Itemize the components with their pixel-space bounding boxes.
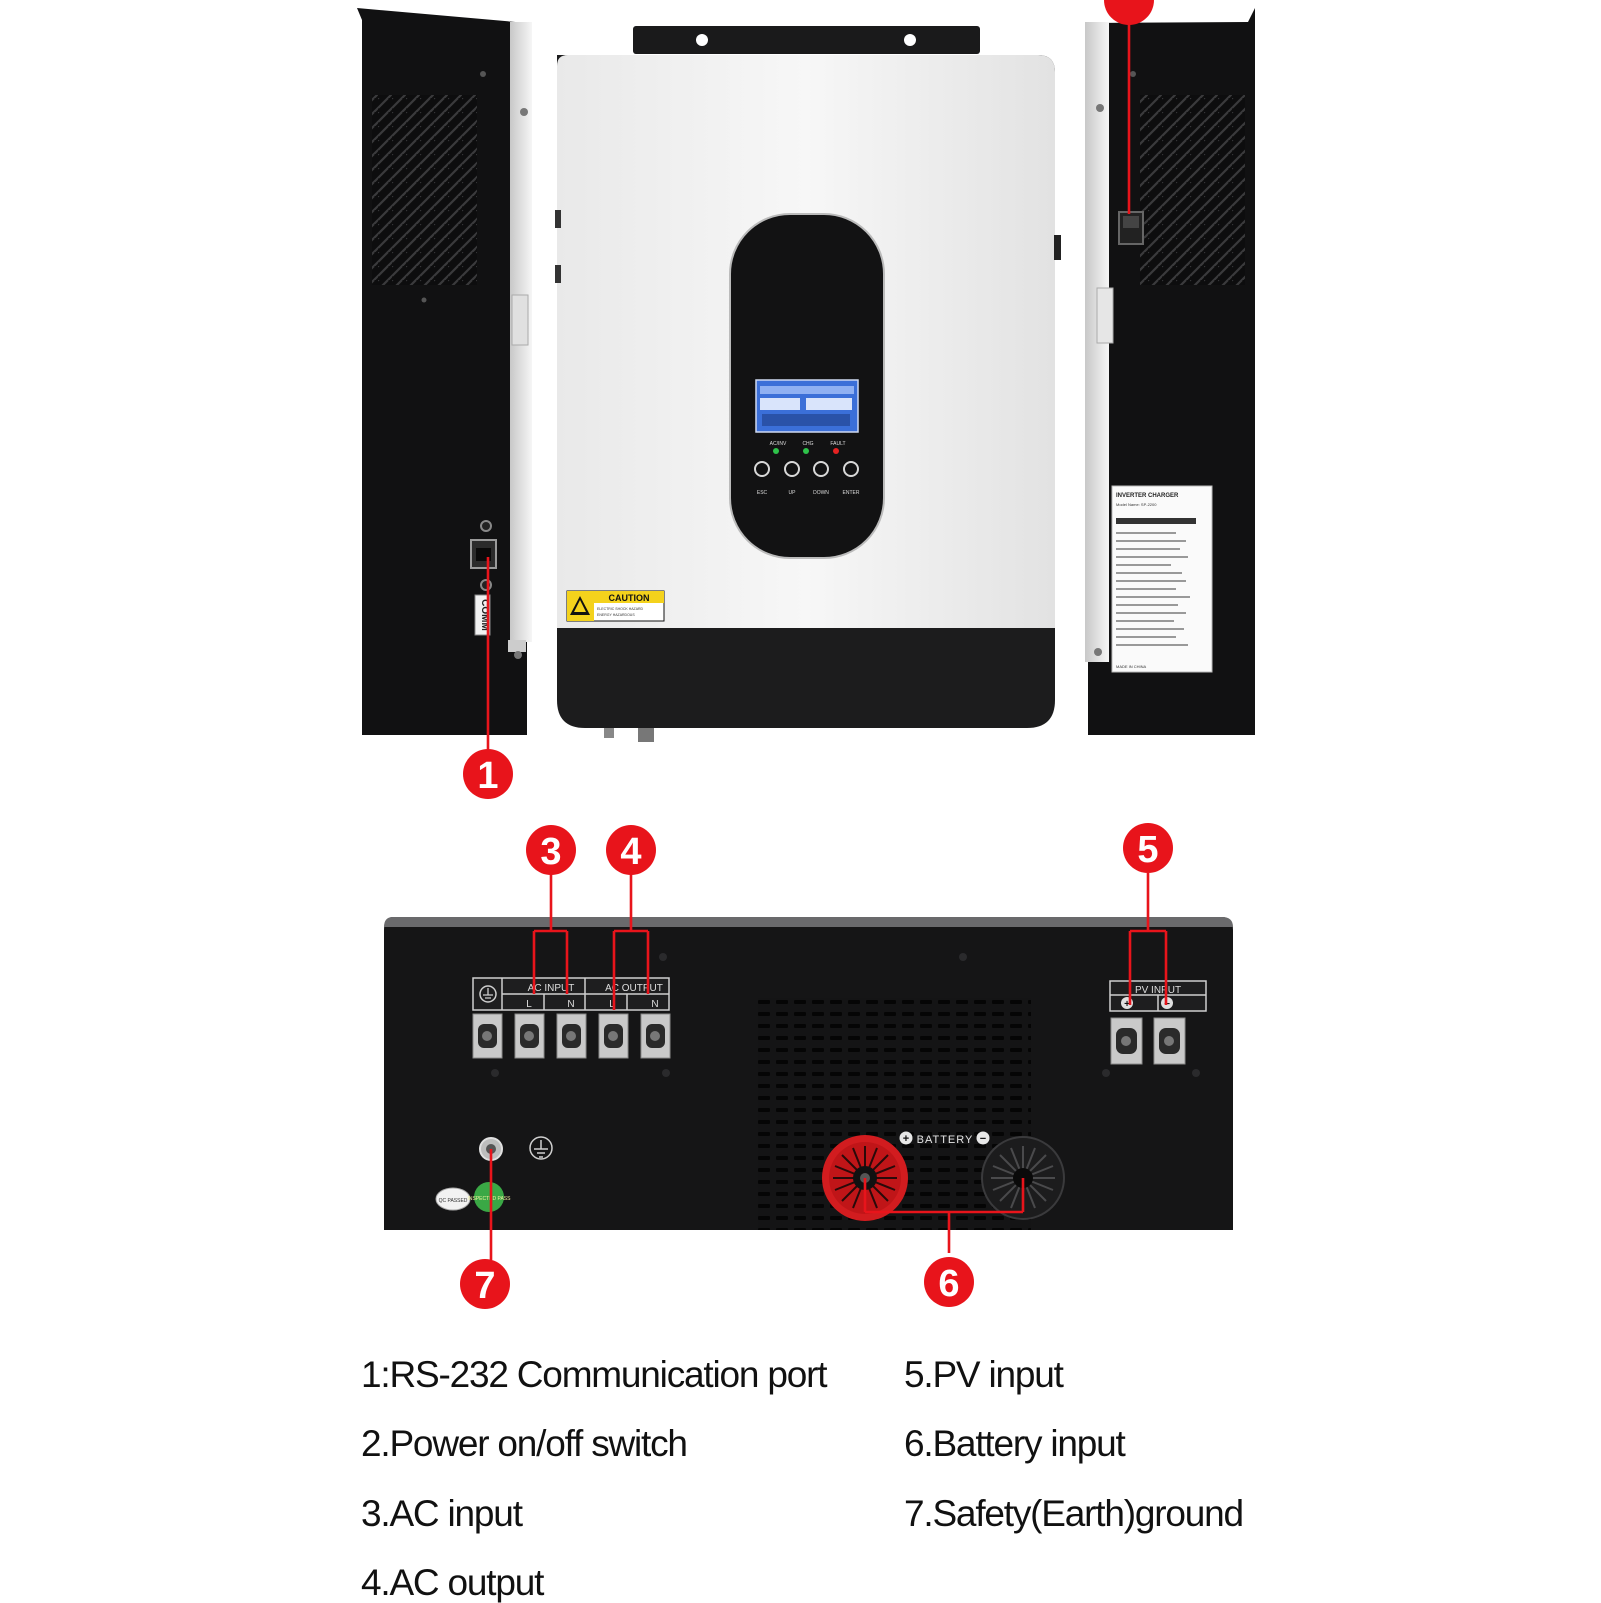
caution-label: CAUTION ELECTRIC SHOCK HAZARD ENERGY HAZ…: [566, 590, 665, 622]
led-label-ac-inv: AC/INV: [770, 441, 787, 447]
spec-title: INVERTER CHARGER: [1116, 493, 1179, 499]
right-side-view: INVERTER CHARGER Model Name: SP-2200: [1085, 8, 1255, 735]
led-label-fault: FAULT: [830, 441, 845, 447]
pv-terminal-labels: PV INPUT + −: [1109, 980, 1207, 1012]
left-side-vent: [372, 95, 477, 285]
spec-label: INVERTER CHARGER Model Name: SP-2200: [1111, 485, 1213, 673]
callout-6: 6: [924, 1257, 974, 1307]
ac-output-l-label: L: [609, 999, 615, 1010]
inspected-label: INSPECTED PASS: [468, 1196, 512, 1202]
caution-sub1: ELECTRIC SHOCK HAZARD: [597, 607, 644, 611]
down-button[interactable]: [813, 461, 829, 477]
pv-plus-label: +: [1124, 999, 1130, 1010]
front-view: AC/INV CHG FAULT ESC UP DOWN ENTER CAUTI…: [555, 26, 1061, 742]
left-side-view: COMM: [357, 8, 532, 735]
ac-input-label: AC INPUT: [528, 983, 575, 994]
led-label-chg: CHG: [802, 441, 813, 447]
ac-input-n-label: N: [567, 999, 574, 1010]
ac-terminals: [472, 1013, 671, 1059]
ac-terminal-labels: AC INPUT AC OUTPUT L N L N: [472, 977, 670, 1011]
battery-label: + BATTERY −: [899, 1131, 990, 1146]
legend-item-2: 2.Power on/off switch: [361, 1423, 688, 1464]
callout-lines: [486, 0, 1168, 1260]
battery-plus-label: +: [903, 1133, 909, 1145]
legend-item-4: 4.AC output: [361, 1562, 544, 1603]
legend-item-7: 7.Safety(Earth)ground: [904, 1493, 1244, 1534]
qc-passed-sticker: QC PASSED: [435, 1187, 471, 1211]
button-label-enter: ENTER: [843, 490, 860, 496]
button-label-esc: ESC: [757, 490, 768, 496]
legend-item-6: 6.Battery input: [904, 1423, 1126, 1464]
caution-sub2: ENERGY HAZARDOUS: [597, 613, 635, 617]
ac-output-label: AC OUTPUT: [605, 983, 663, 994]
legend-item-1: 1:RS-232 Communication port: [361, 1354, 827, 1395]
up-button[interactable]: [784, 461, 800, 477]
led-chg: [803, 448, 809, 454]
inspected-sticker: INSPECTED PASS: [468, 1182, 512, 1212]
callout-3-label: 3: [540, 831, 561, 873]
callout-5-label: 5: [1137, 829, 1158, 871]
earth-ground-icon: [529, 1136, 553, 1160]
spec-model: Model Name: SP-2200: [1116, 502, 1157, 507]
ac-output-n-label: N: [651, 999, 658, 1010]
led-ac-inv: [773, 448, 779, 454]
callout-7: 7: [460, 1259, 510, 1309]
callout-1-label: 1: [477, 755, 498, 797]
ground-terminal: [472, 1013, 503, 1059]
battery-text: BATTERY: [917, 1134, 974, 1146]
caution-title: CAUTION: [609, 593, 650, 603]
button-label-up: UP: [789, 490, 797, 496]
ac-input-l-label: L: [526, 999, 532, 1010]
right-side-vent: [1140, 95, 1245, 285]
button-label-down: DOWN: [813, 490, 829, 496]
callout-2: [1104, 0, 1154, 25]
bottom-view: AC INPUT AC OUTPUT L N L N: [384, 917, 1233, 1230]
comm-label: COMM: [479, 599, 490, 631]
led-fault: [833, 448, 839, 454]
esc-button[interactable]: [754, 461, 770, 477]
callout-3: 3: [526, 825, 576, 875]
qc-passed-label: QC PASSED: [439, 1198, 468, 1204]
pv-input-label: PV INPUT: [1135, 985, 1181, 996]
battery-minus-label: −: [980, 1133, 986, 1145]
callout-4: 4: [606, 825, 656, 875]
mounting-bracket: [633, 26, 980, 54]
callout-4-label: 4: [620, 831, 641, 873]
callout-6-label: 6: [938, 1263, 959, 1305]
legend-item-3: 3.AC input: [361, 1493, 523, 1534]
spec-made: MADE IN CHINA: [1116, 664, 1147, 669]
callout-5: 5: [1123, 823, 1173, 873]
enter-button[interactable]: [843, 461, 859, 477]
callout-1: 1: [463, 749, 513, 799]
legend-item-5: 5.PV input: [904, 1354, 1064, 1395]
callout-7-label: 7: [474, 1265, 495, 1307]
